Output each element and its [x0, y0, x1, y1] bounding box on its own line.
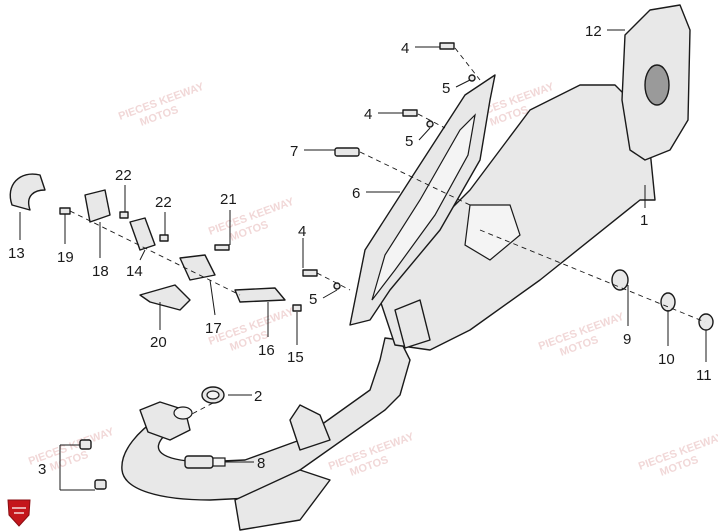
valve-18 — [84, 189, 111, 223]
clip-19 — [59, 207, 71, 215]
callout-3: 3 — [38, 461, 46, 478]
bolt-7 — [334, 147, 360, 157]
bolt-21 — [214, 244, 230, 251]
leader-5-top — [455, 79, 471, 88]
callout-13: 13 — [8, 245, 25, 262]
heat-shield — [349, 74, 496, 326]
callout-19: 19 — [57, 249, 74, 266]
oxygen-sensor-tip — [212, 457, 226, 467]
clip-22 — [159, 234, 169, 242]
dash-bolt-7 — [359, 151, 471, 206]
dash-gasket — [189, 402, 214, 416]
exhaust-inlet — [173, 406, 193, 420]
nut-lower — [94, 479, 107, 490]
exhaust-pipe-bracket — [289, 404, 331, 451]
washer-5-mid — [426, 120, 434, 128]
nut-upper — [79, 439, 92, 450]
callout-9: 9 — [623, 331, 631, 348]
spacer-9 — [611, 269, 629, 291]
callout-8: 8 — [257, 455, 265, 472]
end-cap-outlet — [644, 64, 670, 106]
leader-17 — [209, 279, 216, 316]
muffler-mount-plate — [464, 204, 521, 261]
leader-14 — [139, 249, 146, 261]
callout-labels: 1 2 3 4 4 4 5 5 5 6 7 8 9 10 11 12 13 14… — [8, 23, 712, 478]
oxygen-sensor — [184, 455, 226, 469]
callout-17: 17 — [205, 320, 222, 337]
callout-18: 18 — [92, 263, 109, 280]
hose-14 — [129, 217, 156, 251]
dash-screw-low — [316, 272, 351, 291]
reed-valve-17 — [179, 254, 216, 281]
callout-12: 12 — [585, 23, 602, 40]
leader-lines — [19, 29, 707, 491]
exhaust-pipe — [121, 337, 411, 531]
clip-15 — [292, 304, 302, 312]
callout-21: 21 — [220, 191, 237, 208]
pipe-16 — [234, 287, 286, 303]
oxygen-sensor-body — [184, 455, 214, 469]
callout-10: 10 — [658, 351, 675, 368]
screw-4-mid — [402, 109, 418, 117]
washer-5-top — [468, 74, 476, 82]
washer-5-low — [333, 282, 341, 290]
callout-1: 1 — [640, 212, 648, 229]
callout-2: 2 — [254, 388, 262, 405]
logo-mark — [12, 507, 26, 514]
screw-4-low — [302, 269, 318, 277]
brand-logo — [7, 499, 31, 527]
alignment-lines — [69, 47, 706, 416]
callout-7: 7 — [290, 143, 298, 160]
callout-14: 14 — [126, 263, 143, 280]
callout-15: 15 — [287, 349, 304, 366]
callout-22-left: 22 — [115, 167, 132, 184]
callout-4-top: 4 — [401, 40, 409, 57]
dash-screw-top — [454, 47, 481, 81]
callout-5-top: 5 — [442, 80, 450, 97]
callout-4-mid: 4 — [364, 106, 372, 123]
end-cap — [621, 4, 691, 161]
exhaust-pipe-lower-shield — [234, 469, 331, 531]
gasket-hole — [206, 390, 220, 400]
dash-rear-mount — [479, 229, 706, 323]
dash-hose-line — [69, 210, 241, 296]
washer-10 — [660, 292, 676, 312]
callout-22-right: 22 — [155, 194, 172, 211]
clip-22-upper — [119, 211, 129, 219]
callout-11: 11 — [696, 367, 712, 384]
bracket-20 — [139, 284, 191, 311]
leader-5-low — [322, 289, 338, 299]
nut-11 — [698, 313, 714, 331]
callout-4-low: 4 — [298, 223, 306, 240]
gasket — [201, 386, 225, 404]
screw-4-top — [439, 42, 455, 50]
callout-5-low: 5 — [309, 291, 317, 308]
muffler-rear-bracket — [394, 299, 431, 349]
hose-13 — [9, 173, 46, 211]
heat-shield-inner — [371, 113, 476, 301]
exhaust-pipe-body — [121, 337, 411, 501]
leader-5-mid — [418, 127, 431, 141]
air-injection-parts — [9, 173, 302, 312]
callout-16: 16 — [258, 342, 275, 359]
callout-6: 6 — [352, 185, 360, 202]
callout-20: 20 — [150, 334, 167, 351]
nuts — [79, 439, 107, 490]
callout-5-mid: 5 — [405, 133, 413, 150]
